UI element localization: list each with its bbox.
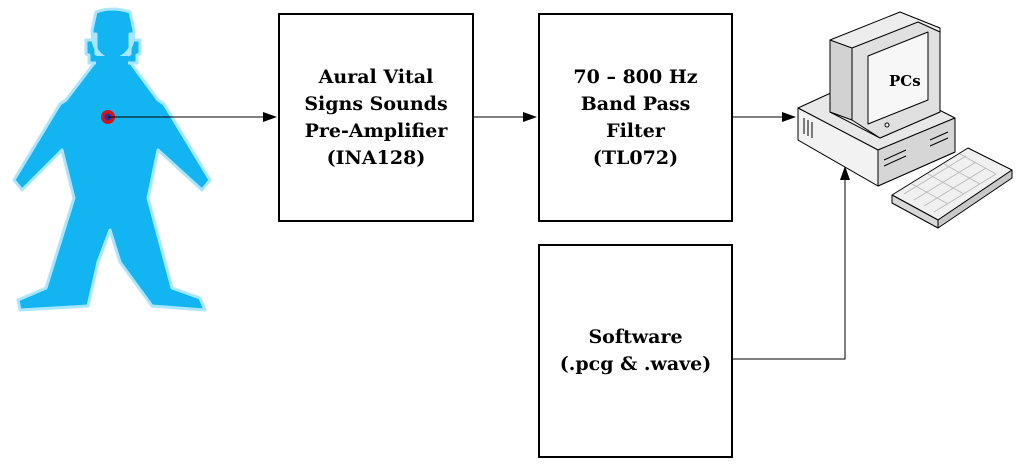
software-block: Software (.pcg & .wave) [538, 244, 733, 458]
software-line-1: Software [588, 326, 683, 348]
pc-label: PCs [889, 72, 921, 90]
filter-line-2: Band Pass [580, 92, 691, 115]
preamplifier-block: Aural Vital Signs Sounds Pre-Amplifier (… [278, 13, 474, 222]
filter-line-4: (TL072) [592, 146, 679, 169]
connector-software-to-pc [733, 166, 850, 360]
human-figure-icon [12, 7, 212, 312]
preamp-line-4: (INA128) [326, 146, 426, 169]
preamp-line-3: Pre-Amplifier [304, 119, 448, 142]
preamp-line-1: Aural Vital [318, 65, 434, 88]
desktop-computer-icon [797, 11, 1013, 229]
filter-line-3: Filter [606, 119, 665, 142]
software-line-2: (.pcg & .wave) [559, 353, 712, 375]
filter-line-1: 70 – 800 Hz [573, 65, 698, 88]
band-pass-filter-block: 70 – 800 Hz Band Pass Filter (TL072) [538, 13, 733, 222]
preamp-line-2: Signs Sounds [304, 92, 448, 115]
keyboard-icon [891, 147, 1013, 229]
